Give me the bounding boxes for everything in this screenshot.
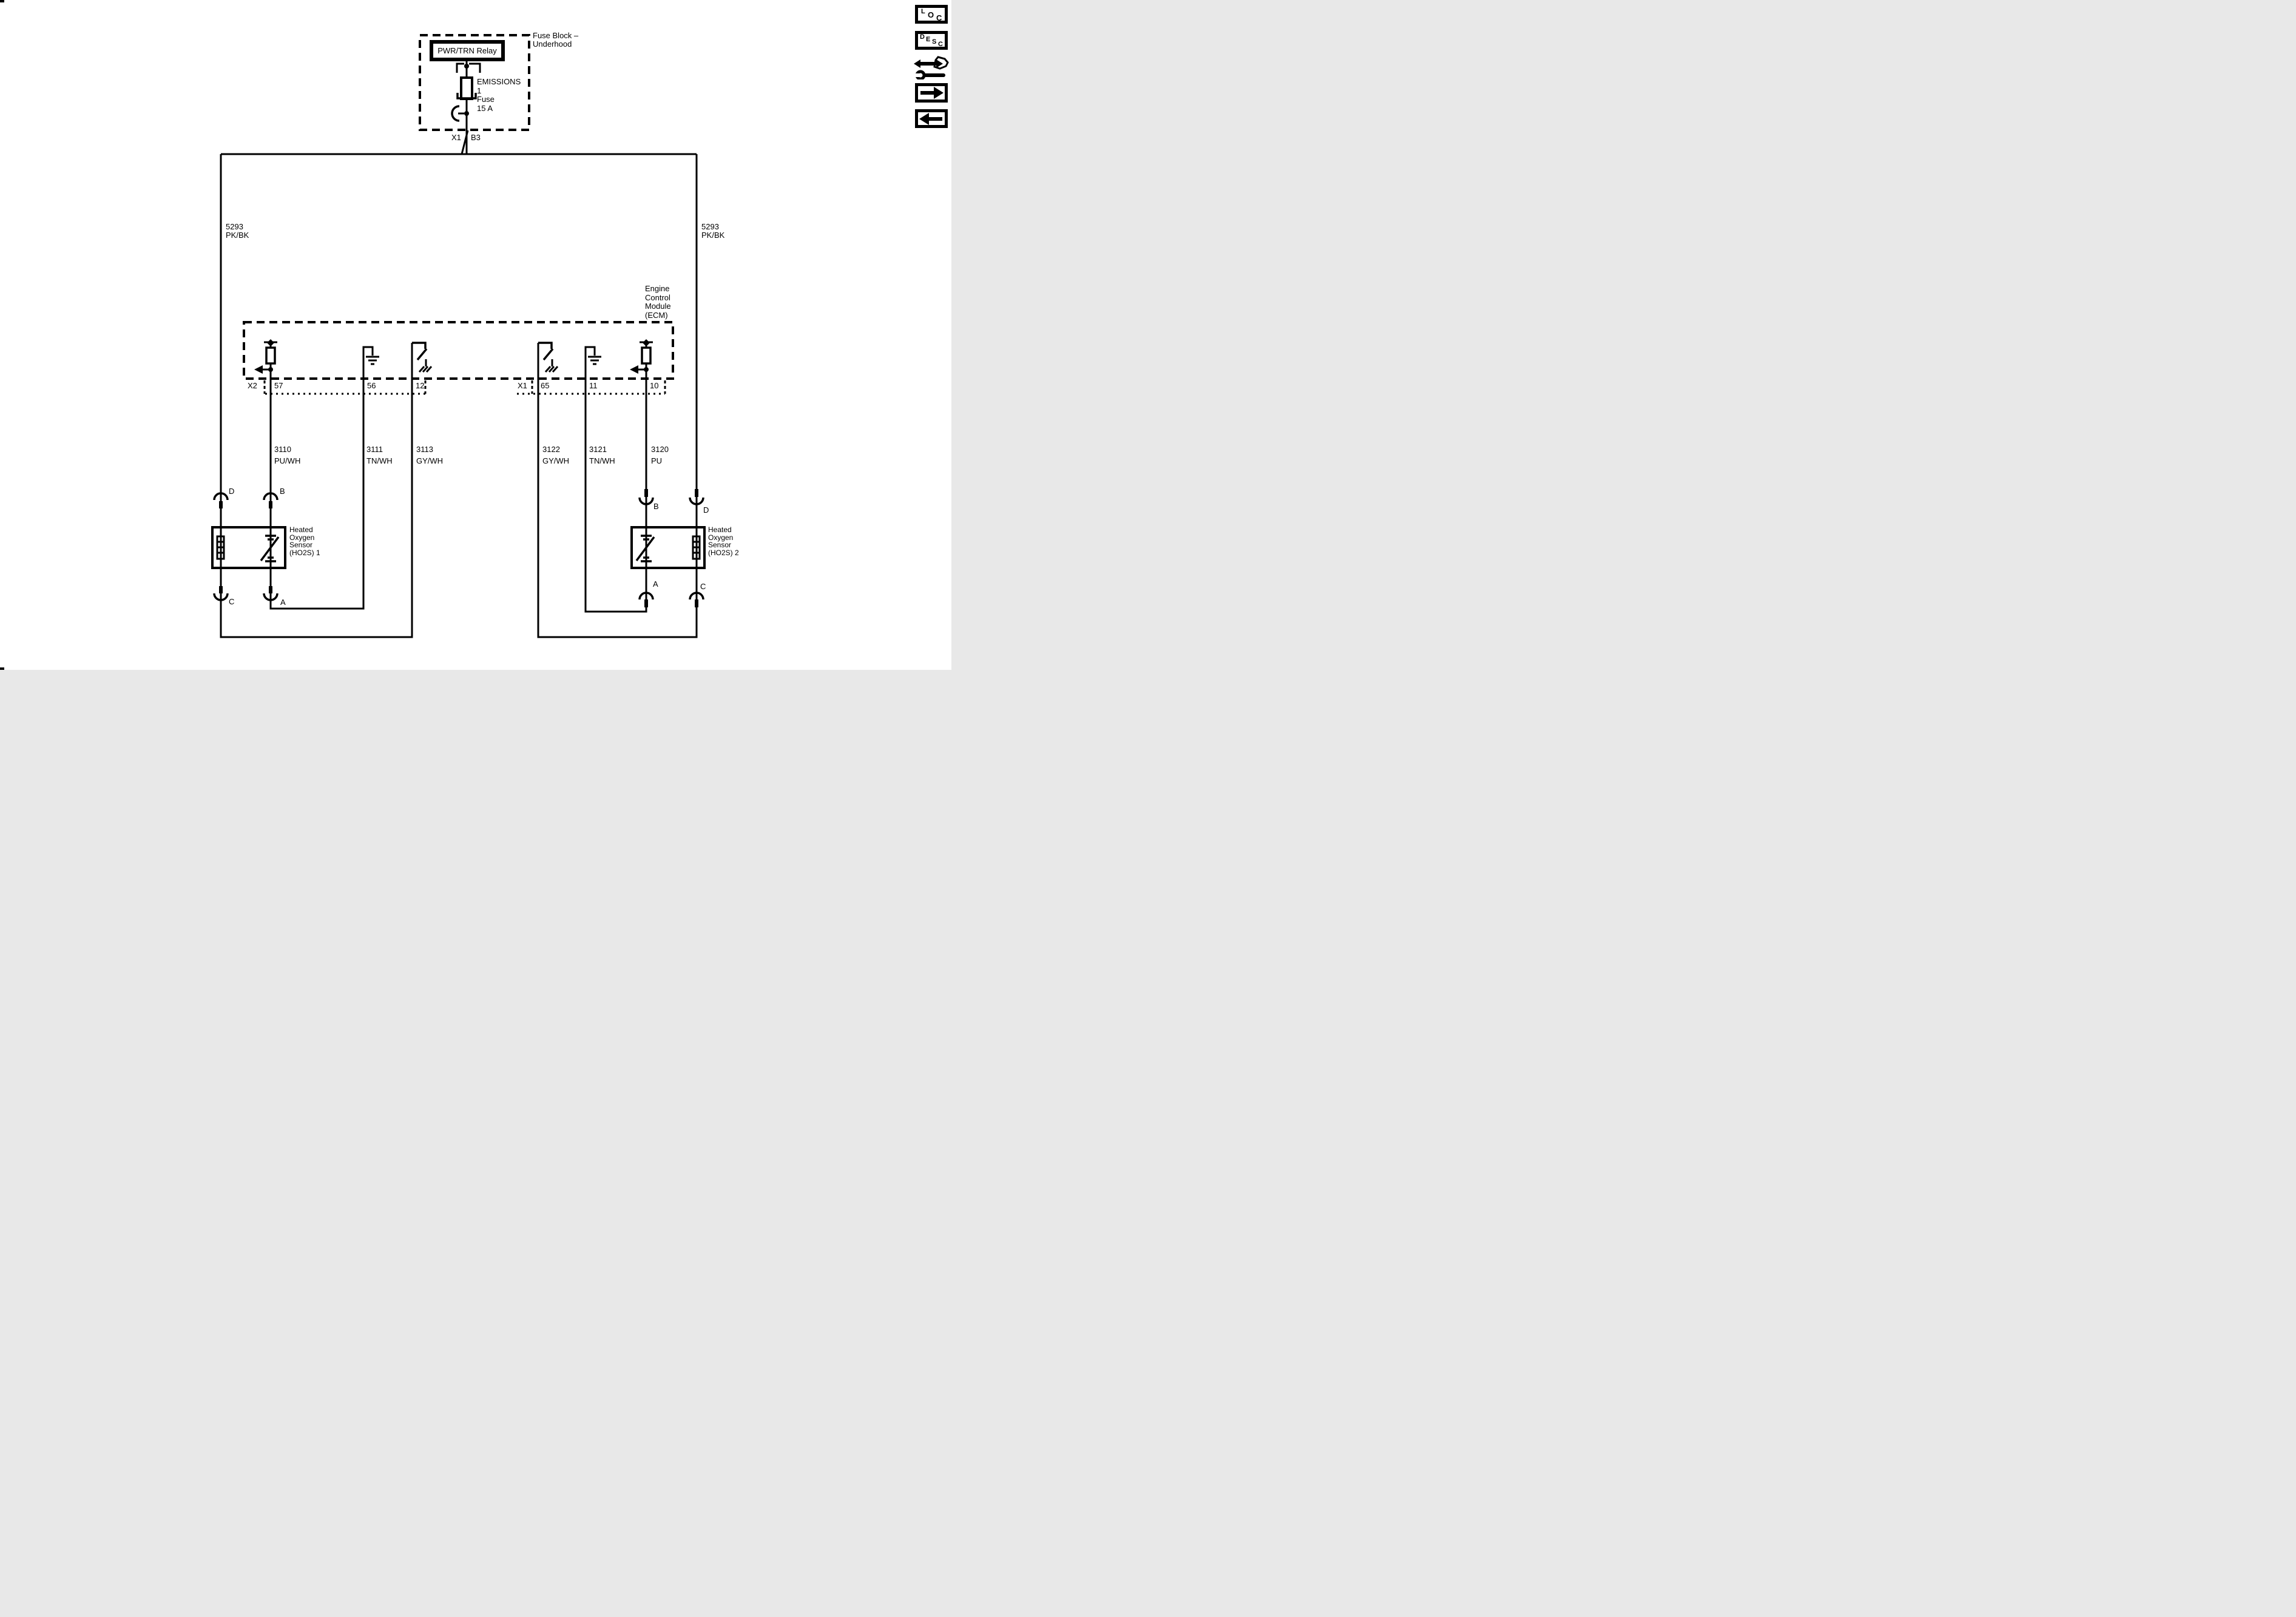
ho2s2-connector-c-icon [689,592,704,607]
wiring-lines [211,34,706,638]
wire-5293-right-and-3122 [537,154,698,638]
wiring-diagram-page: PWR/TRN Relay Fuse Block – Underhood EMI… [0,0,951,670]
ho2s1-connector-b-icon [263,492,279,508]
ho2s1-connector-a-icon [263,586,279,601]
diagnostic-tool-button[interactable] [913,55,950,79]
previous-page-button[interactable] [915,109,948,128]
wrench-arrows-icon [914,56,949,79]
ho2s1-terminal-c: C [229,597,235,606]
ho2s2-sensor-cell-icon [635,535,655,562]
ho2s1-heater-icon [216,535,225,560]
fuse-block-dashed-box [419,34,530,131]
wire-5293-left-and-3113 [220,154,413,638]
ho2s2-terminal-a: A [653,579,658,589]
ecm-connector-x2-label: X2 [248,381,257,390]
loc-letter-l: L [921,8,925,15]
desc-button[interactable]: D E S C [915,31,948,50]
connector-slash [461,130,469,155]
ecm-pin-11-label: 11 [589,381,598,390]
wire-3120-label: 3120 PU [651,445,669,465]
ho2s1-connector-c-icon [213,586,229,601]
relay-terminal-bracket-icon [456,62,481,73]
ecm-pin-65-label: 65 [541,381,550,390]
ecm-dashed-box [243,321,674,380]
wire-3110-label: 3110 PU/WH [274,445,301,465]
fuse-block-connector-id: X1 [451,133,461,142]
ecm-pin11-ground-icon [584,346,601,379]
desc-letter-d: D [920,33,925,41]
next-page-button[interactable] [915,83,948,103]
ecm-title: Engine Control Module (ECM) [645,284,671,320]
ho2s2-connector-d-icon [689,489,704,505]
ecm-pin-10-label: 10 [650,381,659,390]
pwr-trn-relay-box: PWR/TRN Relay [430,40,505,61]
fuse-icon [456,76,477,100]
ecm-connector-x1-label: X1 [518,381,527,390]
ho2s2-terminal-c: C [700,582,706,591]
ecm-connector-row [263,380,666,395]
ho2s1-box [211,526,286,569]
pwr-trn-relay-label: PWR/TRN Relay [437,46,497,55]
ho2s2-terminal-b: B [653,502,659,511]
wire-5293-right-label: 5293 PK/BK [701,222,725,240]
ho2s2-box [630,526,706,569]
fuse-block-connector-icon [451,105,469,122]
right-arrow-icon [920,87,944,99]
desc-letter-s: S [932,38,937,46]
page-corner-mark-top [0,0,4,2]
fuse-label: EMISSIONS 1 Fuse 15 A [477,77,521,113]
ho2s1-terminal-d: D [229,487,235,496]
ho2s2-connector-a-icon [638,592,654,607]
ho2s2-heater-icon [692,535,701,560]
fuse-block-terminal-id: B3 [471,133,481,142]
wire-3120-and-3121 [584,347,647,613]
wrench-glyph [914,70,945,79]
page-corner-mark-bottom [0,667,4,670]
ho2s2-terminal-d: D [703,505,709,515]
ho2s2-connector-b-icon [638,489,654,505]
ho2s1-title: Heated Oxygen Sensor (HO2S) 1 [289,525,320,557]
ecm-pin10-resistor-icon [630,339,653,374]
wire-3122-label: 3122 GY/WH [542,445,570,465]
ho2s1-connector-d-icon [213,492,229,508]
ho2s2-title: Heated Oxygen Sensor (HO2S) 2 [708,525,739,557]
ho2s1-sensor-cell-icon [260,535,280,562]
wire-3113-label: 3113 GY/WH [416,445,444,465]
desc-letter-e: E [926,36,931,43]
ho2s1-terminal-b: B [280,487,285,496]
wire-3121-label: 3121 TN/WH [589,445,615,465]
wire-3110-and-3111 [269,347,365,610]
wire-5293-left-label: 5293 PK/BK [226,222,249,240]
ecm-pin-12-label: 12 [416,381,425,390]
wire-3111-label: 3111 TN/WH [366,445,393,465]
loc-letter-c: C [936,13,942,22]
ecm-pin12-switch-ground-icon [412,342,433,373]
left-arrow-icon [919,113,942,125]
ecm-pin57-resistor-icon [254,339,277,374]
ecm-pin-56-label: 56 [367,381,376,390]
ecm-pin-57-label: 57 [274,381,283,390]
ecm-pin56-ground-icon [362,346,379,379]
loc-letter-o: O [928,10,934,19]
ho2s1-terminal-a: A [280,598,286,607]
desc-letter-c: C [938,41,943,48]
wiring-diagram-canvas [211,34,706,638]
ecm-pin65-switch-ground-icon [538,342,559,373]
loc-button[interactable]: L O C [915,5,948,24]
fuse-block-title: Fuse Block – Underhood [533,31,579,49]
